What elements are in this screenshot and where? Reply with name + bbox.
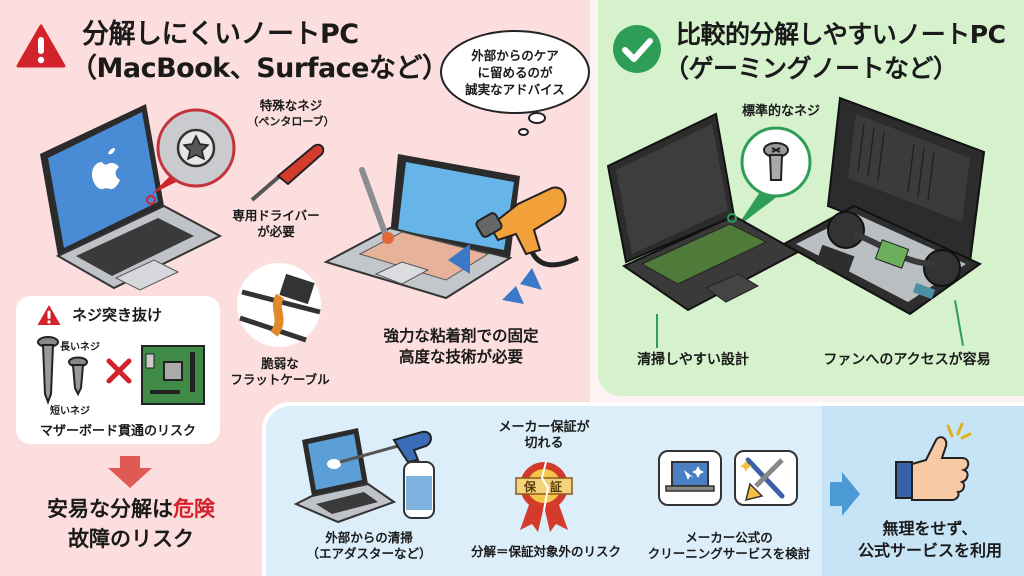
left-title-line1: 分解しにくいノートPC [82, 19, 359, 50]
screwdriver-icon [250, 143, 325, 202]
left-title-line2: （MacBook、Surfaceなど） [70, 53, 449, 84]
adhesive-caption: 強力な粘着剤での固定 高度な技術が必要 [383, 327, 539, 366]
thought-bubble-dot [518, 128, 529, 136]
hard-to-disassemble-panel: 分解しにくいノートPC （MacBook、Surfaceなど） 特殊なネジ （ペ… [0, 0, 590, 576]
screw-pierce-warning-card: ネジ突き抜け 長いネジ 短いネジ マザーボード貫通のリスク [16, 296, 220, 444]
easy-cleaning-caption: 清掃しやすい設計 [637, 352, 749, 368]
callout-line [656, 314, 658, 348]
recommended-care-panel: 外部からの清掃 （エアダスターなど） メーカー保証が 切れる 保 証 分解＝保証… [262, 402, 1024, 576]
warning-triangle-icon [37, 305, 61, 325]
laptop-cleaning-tile [658, 450, 722, 506]
warranty-badge-char: 証 [550, 480, 563, 494]
pentalobe-screw-callout [152, 108, 236, 194]
sparkling-laptop-icon [665, 461, 715, 492]
final-recommendation-caption: 無理をせず、 公式サービスを利用 [857, 519, 1002, 560]
gaming-laptop-illustration [606, 112, 801, 312]
warning-triangle-icon [16, 24, 66, 68]
warranty-caption: 分解＝保証対象外のリスク [470, 544, 621, 559]
flat-cable-caption: 脆弱な フラットケーブル [230, 356, 330, 387]
short-screw-label: 短いネジ [50, 406, 90, 417]
flat-cable-illustration [237, 263, 321, 347]
conclusion-caption: 安易な分解は危険 故障のリスク [47, 497, 215, 551]
advice-thought-bubble: 外部からのケア に留めるのが 誠実なアドバイス [440, 30, 590, 114]
special-driver-label: 専用ドライバー が必要 [232, 208, 320, 239]
long-short-screws-icon [37, 336, 88, 405]
broken-warranty-badge: 保 証 [514, 458, 574, 534]
down-arrow-icon [108, 456, 152, 488]
easy-to-disassemble-panel: 比較的分解しやすいノートPC （ゲーミングノートなど） 標準的なネジ [598, 0, 1024, 396]
broom-wrench-icon [740, 457, 785, 502]
warranty-expire-label: メーカー保証が 切れる [498, 420, 590, 451]
air-duster-caption: 外部からの清掃 （エアダスターなど） [306, 530, 432, 561]
standard-screw-label: 標準的なネジ [741, 104, 820, 119]
right-title-line2: （ゲーミングノートなど） [664, 54, 958, 83]
fan-access-caption: ファンへのアクセスが容易 [823, 352, 991, 368]
tools-tile [734, 450, 798, 506]
motherboard-pierce-caption: マザーボード貫通のリスク [39, 424, 196, 439]
warranty-ribbon-icon [515, 461, 573, 532]
warranty-badge-char: 保 [524, 480, 537, 494]
open-bottom-laptop-illustration [781, 96, 986, 316]
official-service-caption: メーカー公式の クリーニングサービスを検討 [647, 530, 811, 561]
air-duster-illustration [294, 428, 435, 524]
special-screw-label: 特殊なネジ （ペンタローブ） [247, 98, 335, 128]
adhesive-laptop-illustration [323, 154, 580, 304]
right-arrow-icon [830, 472, 860, 516]
check-circle-icon [613, 25, 661, 73]
right-title-line1: 比較的分解しやすいノートPC [676, 20, 1006, 49]
long-screw-label: 長いネジ [60, 342, 100, 353]
screw-pierce-heading: ネジ突き抜け [72, 306, 163, 324]
macbook-illustration [40, 104, 223, 291]
motherboard-icon [141, 345, 205, 405]
thought-bubble-dot [528, 112, 546, 124]
thumbs-up-icon [895, 422, 972, 501]
standard-screw-callout [736, 126, 812, 228]
red-x-icon [106, 358, 132, 384]
